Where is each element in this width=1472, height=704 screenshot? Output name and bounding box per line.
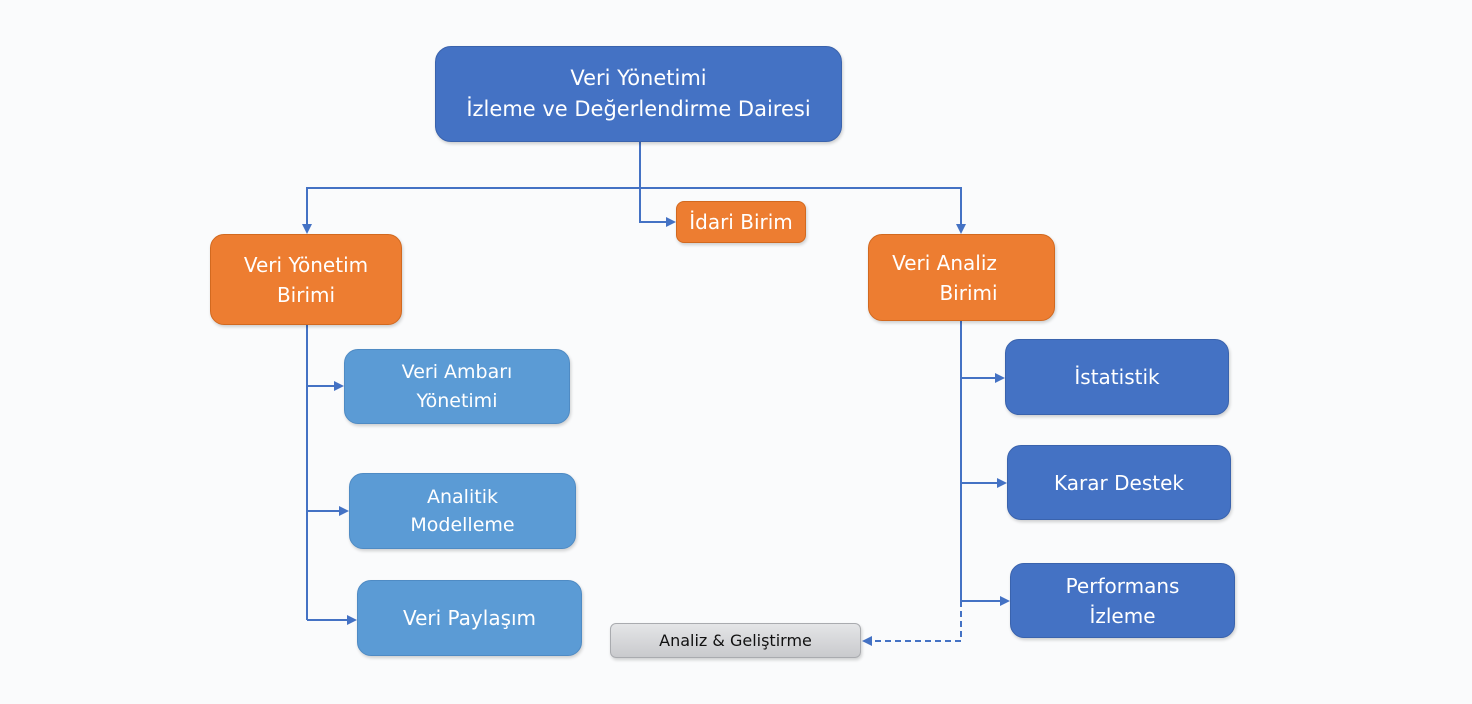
root-department-box[interactable]: Veri Yönetimi İzleme ve Değerlendirme Da… [435,46,842,142]
analytic-modeling-box[interactable]: Analitik Modelleme [349,473,576,549]
data-management-unit-line2: Birimi [276,282,336,307]
performance-monitoring-box[interactable]: Performans İzleme [1010,563,1235,638]
data-analysis-unit-box[interactable]: Veri Analiz Birimi [868,234,1055,321]
root-title-line1: Veri Yönetimi [570,65,707,90]
root-title-line2: İzleme ve Değerlendirme Dairesi [466,97,811,121]
connector-dashed-to-gelistirme [862,601,962,646]
analytic-modeling-line2: Modelleme [410,514,515,536]
performance-monitoring-line2: İzleme [1089,603,1156,628]
connector-bus-right [640,187,966,234]
data-warehouse-line1: Veri Ambarı [401,361,513,383]
connector-to-idari [639,188,676,227]
analytic-modeling-line1: Analitik [427,485,498,508]
statistics-label: İstatistik [1074,365,1160,389]
data-warehouse-line2: Yönetimi [416,389,498,412]
data-analysis-unit-line2: Birimi [939,280,998,305]
data-warehouse-box[interactable]: Veri Ambarı Yönetimi [344,349,570,424]
data-management-unit-line1: Veri Yönetim [243,252,369,277]
admin-unit-box[interactable]: İdari Birim [676,201,806,243]
performance-monitoring-line1: Performans [1065,573,1180,598]
analysis-development-label: Analiz & Geliştirme [659,630,812,650]
data-management-unit-box[interactable]: Veri Yönetim Birimi [210,234,402,325]
connector-bus-left [302,187,640,234]
data-analysis-unit-line1: Veri Analiz [892,250,997,275]
data-sharing-box[interactable]: Veri Paylaşım [357,580,582,656]
admin-unit-label: İdari Birim [689,210,793,234]
analysis-development-box[interactable]: Analiz & Geliştirme [610,623,861,658]
decision-support-box[interactable]: Karar Destek [1007,445,1231,520]
decision-support-label: Karar Destek [1054,470,1184,495]
data-sharing-label: Veri Paylaşım [402,606,537,630]
statistics-box[interactable]: İstatistik [1005,339,1229,415]
